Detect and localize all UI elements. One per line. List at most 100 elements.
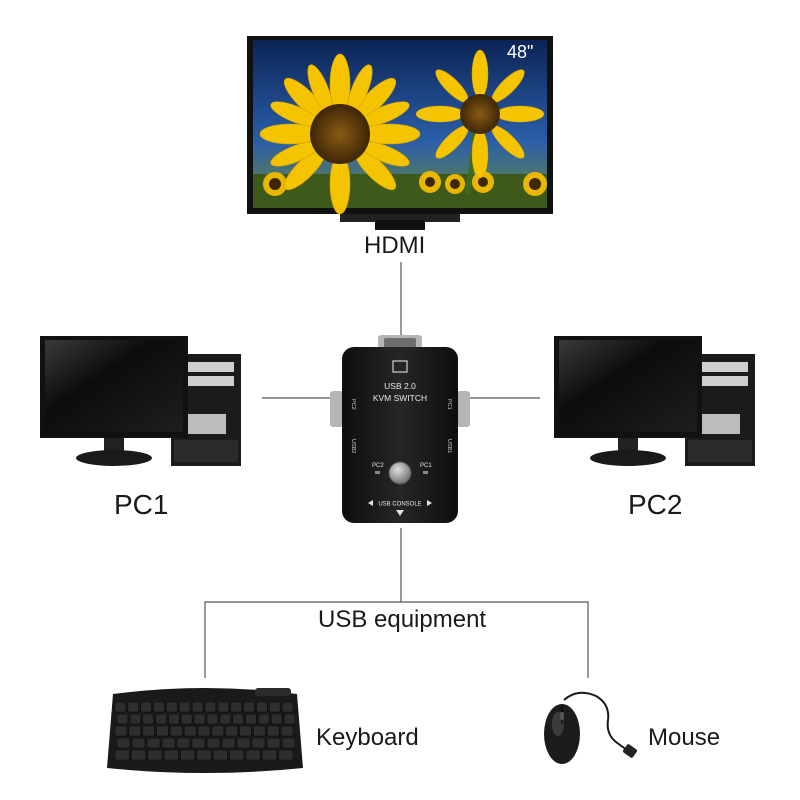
keyboard-key: [206, 713, 219, 725]
mouse-label: Mouse: [648, 724, 721, 751]
keyboard-key: [229, 749, 245, 761]
keyboard-key: [239, 725, 252, 737]
keyboard-key: [204, 701, 217, 713]
keyboard-key: [142, 725, 155, 737]
arrow-left-icon: [368, 500, 373, 506]
keyboard-key: [183, 725, 197, 737]
vga-port-right: [456, 391, 470, 427]
keyboard-key: [191, 701, 204, 713]
tv-size-label: 48": [507, 42, 533, 62]
keyboard-key: [253, 725, 266, 737]
usb-equipment-label: USB equipment: [318, 606, 487, 633]
keyboard-key: [140, 701, 152, 713]
sunflower-medium: [415, 49, 545, 195]
keyboard-key: [261, 749, 277, 761]
arrow-right-icon: [427, 500, 432, 506]
keyboard-key: [193, 713, 206, 725]
keyboard-key: [131, 737, 146, 749]
keyboard-key: [270, 713, 283, 725]
keyboard-key: [116, 737, 131, 749]
keyboard-key: [256, 701, 268, 713]
keyboard-key: [217, 701, 230, 713]
tv-image: 48": [247, 36, 553, 230]
keyboard-key: [267, 725, 280, 737]
keyboard-key: [219, 713, 232, 725]
keyboard-key: [146, 737, 161, 749]
sunflower-large: [259, 53, 421, 215]
keyboard-key: [230, 701, 242, 713]
keyboard-key: [166, 701, 178, 713]
keyboard-key: [178, 701, 191, 713]
keyboard-key: [129, 713, 142, 725]
keyboard-key: [156, 725, 169, 737]
keyboard-key: [116, 713, 129, 725]
keyboard-key: [197, 725, 211, 737]
keyboard-key: [281, 737, 296, 749]
keyboard-label: Keyboard: [316, 724, 419, 751]
keyboard-key: [258, 713, 270, 725]
kvm-title-line1: USB 2.0: [384, 381, 416, 391]
led-right: [423, 471, 428, 474]
keyboard-key: [221, 737, 236, 749]
pc1-label: PC1: [114, 489, 169, 520]
keyboard-key: [176, 737, 191, 749]
keyboard-key: [191, 737, 206, 749]
console-label: USB CONSOLE: [378, 502, 421, 508]
keyboard-image: [107, 688, 303, 773]
keyboard-key: [114, 725, 128, 737]
keyboard-key: [155, 713, 167, 725]
mouse-image: [544, 691, 637, 764]
keyboard-key: [168, 713, 180, 725]
keyboard-key: [127, 701, 140, 713]
keyboard-key: [196, 749, 212, 761]
keyboard-key: [236, 737, 251, 749]
keyboard-key: [243, 701, 255, 713]
mouse-cable: [563, 691, 631, 753]
keyboard-key: [170, 725, 183, 737]
keyboard-key: [245, 749, 261, 761]
keyboard-key: [147, 749, 163, 761]
keyboard-key: [278, 749, 294, 761]
usb-label-right: USB1: [446, 439, 452, 453]
keyboard-key: [128, 725, 141, 737]
switch-button[interactable]: [388, 461, 412, 485]
keyboard-key: [180, 713, 193, 725]
line-usb-branch: [204, 601, 589, 678]
keyboard-key: [161, 737, 176, 749]
pc2-monitor: [554, 336, 702, 466]
port-label-right: PC1: [446, 399, 452, 410]
keyboard-key: [114, 701, 127, 713]
keyboard-key: [280, 725, 294, 737]
kvm-switch-device: USB 2.0 KVM SWITCH PC2 PC1 USB2 USB1 PC2…: [330, 335, 470, 523]
pc2-label: PC2: [628, 489, 683, 520]
keyboard-key: [212, 749, 228, 761]
pc2-image: [554, 336, 755, 466]
tv-stand: [340, 214, 460, 222]
keyboard-key: [163, 749, 179, 761]
keyboard-key: [281, 701, 294, 713]
led-label-left: PC2: [372, 463, 384, 469]
monitor-icon: [392, 360, 408, 373]
pc1-monitor: [40, 336, 188, 466]
hdmi-label: HDMI: [364, 232, 426, 259]
port-label-left: PC2: [350, 399, 356, 410]
keyboard-key: [131, 749, 147, 761]
keyboard-key: [180, 749, 196, 761]
keyboard-key: [153, 701, 165, 713]
kvm-title-line2: KVM SWITCH: [373, 393, 427, 403]
kvm-body: [342, 347, 458, 523]
keyboard-key: [251, 737, 266, 749]
pc1-image: [40, 336, 241, 466]
keyboard-key: [225, 725, 238, 737]
keyboard-key: [268, 701, 281, 713]
arrow-down-icon: [396, 510, 404, 516]
led-left: [375, 471, 380, 474]
keyboard-key: [232, 713, 244, 725]
usb-label-left: USB2: [350, 439, 356, 453]
keyboard-key: [245, 713, 257, 725]
vga-port-left: [330, 391, 344, 427]
led-label-right: PC1: [420, 463, 432, 469]
keyboard-key: [142, 713, 154, 725]
keyboard-key: [206, 737, 221, 749]
